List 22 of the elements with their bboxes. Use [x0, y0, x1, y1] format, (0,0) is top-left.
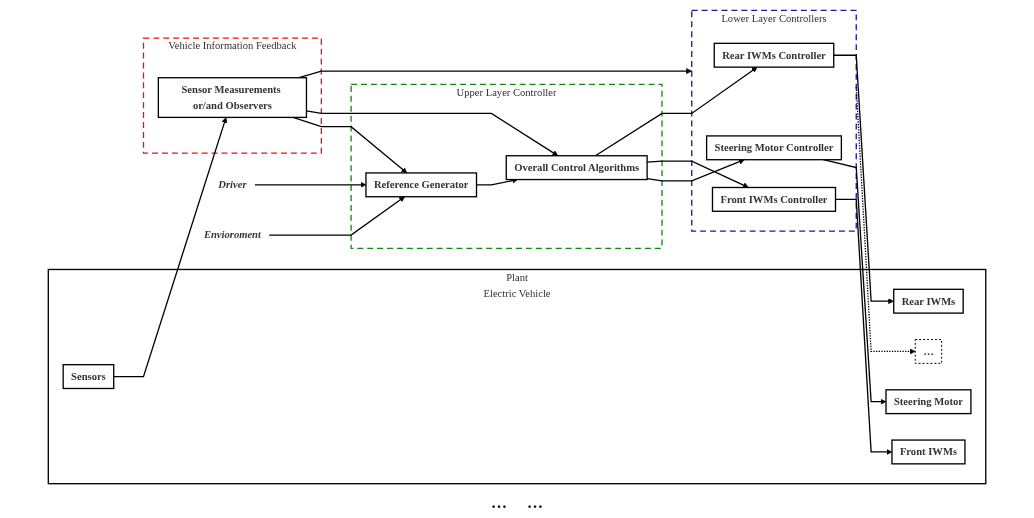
ellipsis-label: …	[527, 494, 543, 513]
node-box: Sensor Measurements or/and Observers	[157, 77, 308, 119]
node-box: Front IWMs Controller	[711, 186, 837, 212]
node-box: Reference Generator	[365, 172, 478, 198]
node-text: Driver	[218, 178, 247, 191]
arrow	[646, 158, 745, 182]
arrow	[268, 196, 405, 236]
node-box: Steering Motor	[885, 389, 972, 415]
arrow	[855, 86, 916, 355]
node-box: Front IWMs	[891, 439, 966, 465]
node-box: Rear IWMs	[893, 288, 964, 314]
arrow	[646, 160, 749, 188]
ellipsis-label: …	[491, 494, 507, 513]
node-box: Rear IWMs Controller	[713, 42, 835, 68]
node-box: …	[914, 339, 943, 364]
node-box: Steering Motor Controller	[705, 135, 842, 161]
node-text: Envioroment	[203, 229, 261, 241]
arrow	[594, 66, 758, 157]
arrow	[833, 54, 894, 305]
arrow	[113, 117, 228, 378]
node-box: Overall Control Algorithms	[505, 155, 648, 181]
node-box: Sensors	[62, 364, 115, 390]
